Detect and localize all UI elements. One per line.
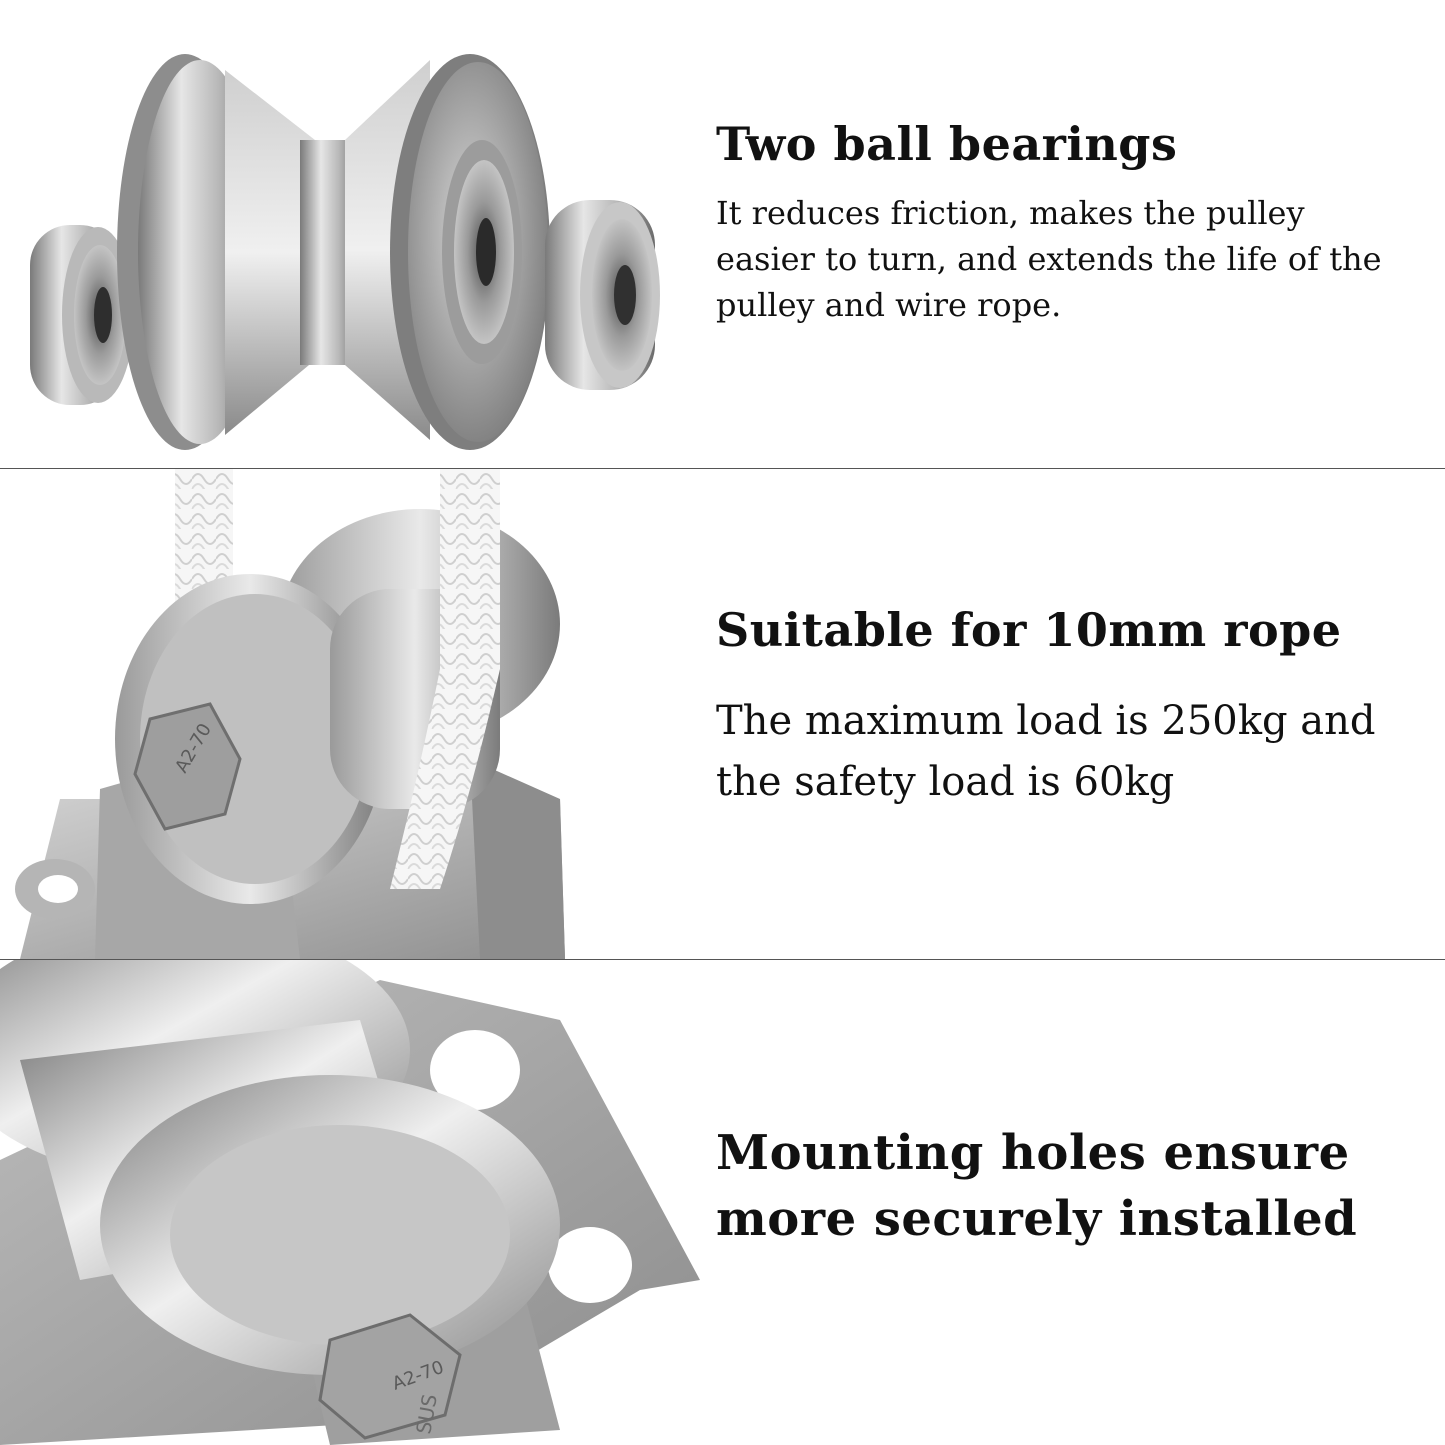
pulley-with-bearings-photo [30,54,660,450]
mounting-hole-bottom [548,1227,632,1303]
feature-panel-mounting-holes: A2-70 SUS Mounting holes ensure more sec… [0,960,1445,1445]
mounting-hole-top [430,1030,520,1110]
feature-heading: Mounting holes ensure more securely inst… [716,1125,1358,1247]
feature-heading: Suitable for 10mm rope [716,603,1342,657]
feature-copy-ball-bearings: Two ball bearings It reduces friction, m… [716,112,1416,328]
feature-copy-rope-size: Suitable for 10mm rope The maximum load … [716,597,1416,813]
hex-bolt: A2-70 [133,702,242,831]
right-ball-bearing [545,200,660,390]
feature-panel-rope-size: A2-70 Suitable for 10mm rope The maximum… [0,469,1445,959]
panel-divider [0,468,1445,469]
feature-description: The maximum load is 250kg and the safety… [716,698,1376,805]
hex-bolt: A2-70 [318,1313,462,1440]
left-ball-bearing [30,225,134,405]
mounting-hole [38,875,78,903]
feature-description: It reduces friction, makes the pulley ea… [716,194,1382,324]
rope-right-strand [390,469,500,889]
panel-divider [0,959,1445,960]
feature-heading: Two ball bearings [716,117,1178,171]
feature-copy-mounting-holes: Mounting holes ensure more securely inst… [716,1120,1416,1252]
feature-panel-ball-bearings: Two ball bearings It reduces friction, m… [0,0,1445,468]
pulley-mounting-bracket-photo: A2-70 SUS [0,960,700,1445]
pulley-with-rope-photo: A2-70 [15,469,565,959]
side-bracket-right [470,759,565,959]
pulley-right-flange [345,54,550,450]
pulley-left-flange [117,54,315,450]
